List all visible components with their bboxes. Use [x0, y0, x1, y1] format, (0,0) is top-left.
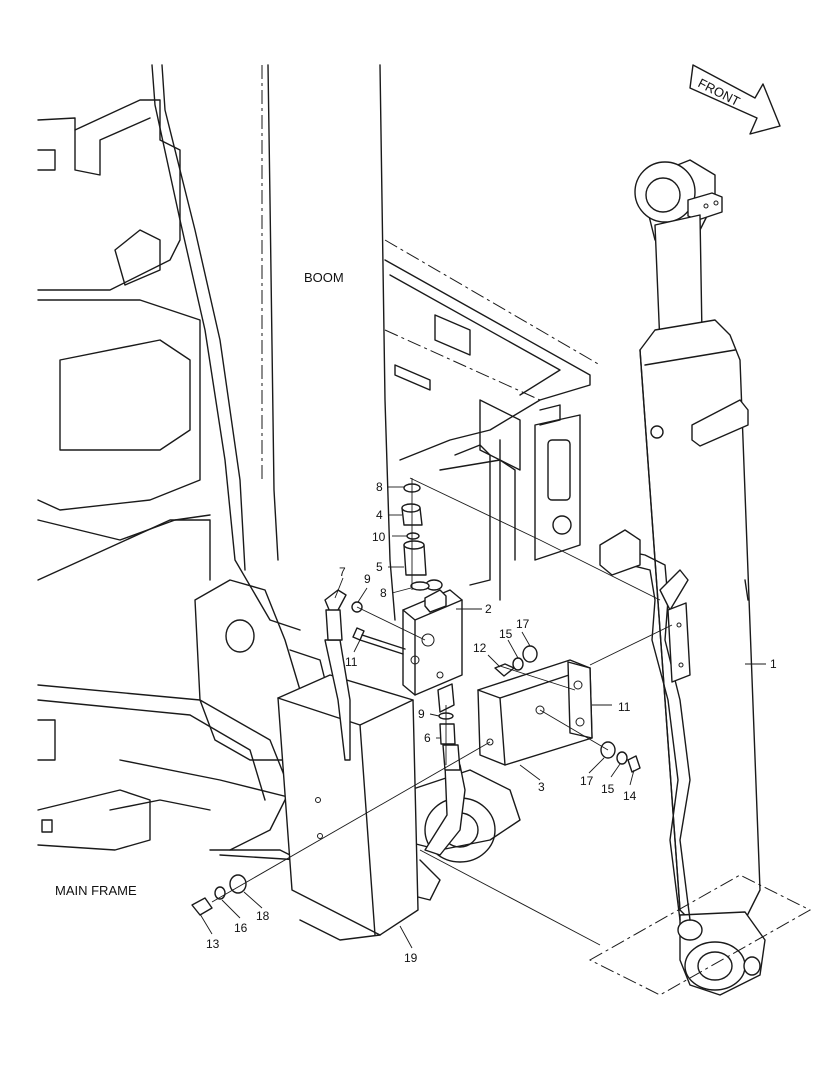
main-frame-label: MAIN FRAME — [55, 883, 137, 898]
hose-guard — [277, 674, 419, 936]
callout-1: 1 — [770, 657, 777, 671]
callout-6: 6 — [424, 731, 431, 745]
boom-label: BOOM — [304, 270, 344, 285]
hose-rupture-valve — [402, 579, 463, 713]
assembly-lines — [211, 477, 673, 946]
callout-9-lower: 9 — [418, 707, 425, 721]
callout-numbers: 1 2 3 4 5 6 7 8 8 9 9 10 11 11 12 13 14 … — [206, 480, 777, 965]
callout-leaders — [199, 486, 766, 949]
callout-15-upper: 15 — [499, 627, 513, 641]
callout-15-lower: 15 — [601, 782, 615, 796]
callout-2: 2 — [485, 602, 492, 616]
callout-16: 16 — [234, 921, 248, 935]
callout-17-lower: 17 — [580, 774, 594, 788]
boom: BOOM — [151, 64, 396, 761]
callout-8-lower: 8 — [380, 586, 387, 600]
callout-10: 10 — [372, 530, 386, 544]
callout-14: 14 — [623, 789, 637, 803]
callout-9-upper: 9 — [364, 572, 371, 586]
front-direction-arrow: FRONT — [689, 64, 781, 135]
callout-13: 13 — [206, 937, 220, 951]
callout-8-upper: 8 — [376, 480, 383, 494]
callout-19: 19 — [404, 951, 418, 965]
callout-7: 7 — [339, 565, 346, 579]
callout-17-upper: 17 — [516, 617, 530, 631]
callout-11-bolt: 11 — [345, 655, 358, 669]
hoses — [324, 589, 466, 856]
mounting-bracket — [477, 659, 593, 766]
callout-18: 18 — [256, 909, 270, 923]
boom-cylinder — [588, 159, 812, 996]
callout-3: 3 — [538, 780, 545, 794]
callout-11-bracket: 11 — [618, 700, 631, 714]
callout-4: 4 — [376, 508, 383, 522]
callout-5: 5 — [376, 560, 383, 574]
callout-12: 12 — [473, 641, 487, 655]
